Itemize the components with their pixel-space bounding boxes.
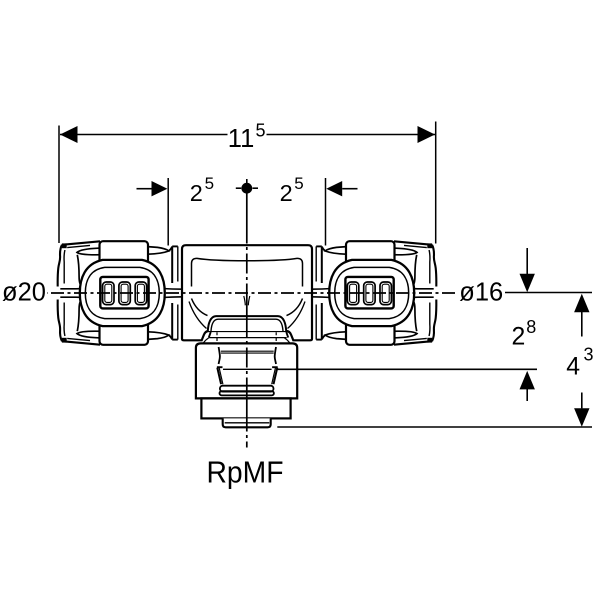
svg-text:5: 5 bbox=[256, 120, 266, 140]
svg-text:2: 2 bbox=[190, 180, 203, 206]
svg-text:5: 5 bbox=[205, 174, 214, 193]
svg-text:ø16: ø16 bbox=[459, 279, 503, 307]
svg-text:3: 3 bbox=[584, 344, 594, 364]
svg-text:ø20: ø20 bbox=[2, 279, 46, 307]
svg-text:4: 4 bbox=[566, 353, 580, 380]
svg-text:11: 11 bbox=[228, 125, 254, 153]
svg-text:8: 8 bbox=[526, 317, 536, 337]
svg-text:RpMF: RpMF bbox=[207, 455, 284, 490]
svg-text:2: 2 bbox=[280, 180, 293, 206]
svg-text:2: 2 bbox=[512, 323, 526, 350]
svg-text:5: 5 bbox=[294, 174, 303, 193]
